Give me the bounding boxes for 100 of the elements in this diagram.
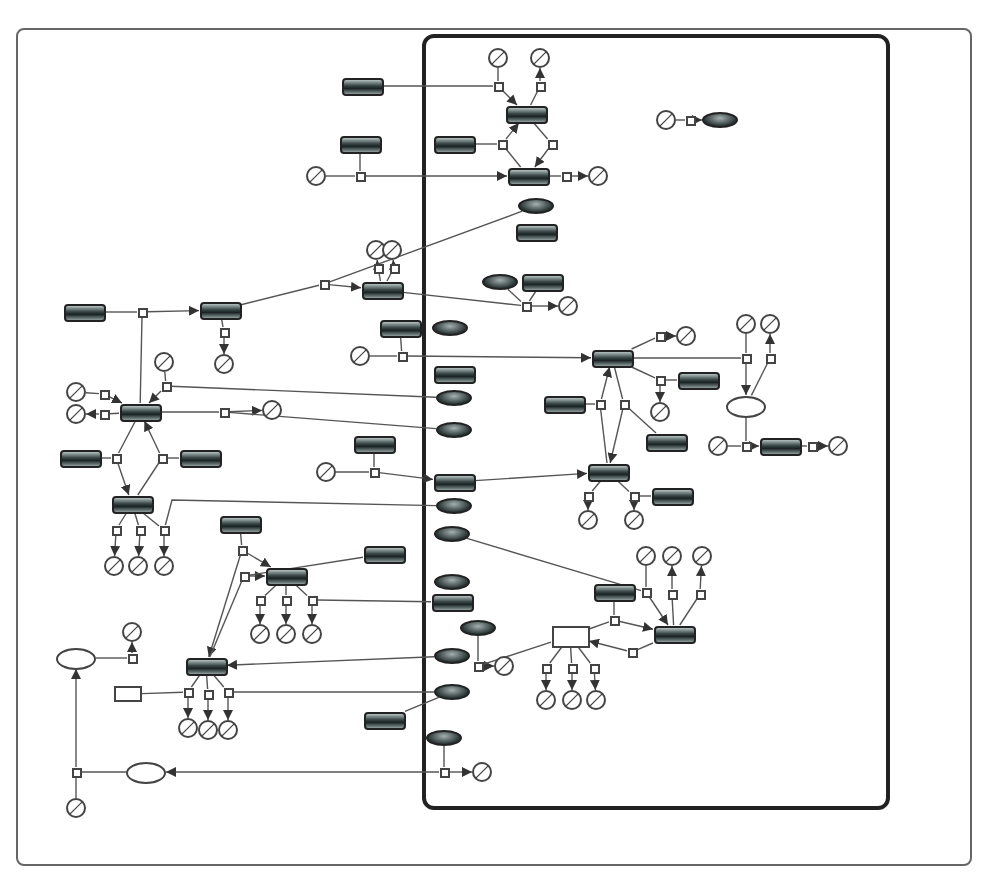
connector-line: [164, 499, 437, 526]
arrow: [307, 604, 317, 625]
connector-line: [528, 290, 537, 302]
empty-set-symbol: [558, 296, 578, 316]
species-box: [341, 77, 383, 95]
process-node: [135, 525, 145, 535]
connector-line: [240, 284, 320, 306]
connector-line: [679, 598, 698, 626]
arrow: [127, 641, 137, 654]
species-ellipse: [460, 620, 496, 636]
process-node: [741, 353, 751, 363]
arrow: [364, 171, 508, 181]
arrow: [148, 390, 162, 404]
empty-set-symbol: [316, 462, 336, 482]
arrow: [219, 336, 229, 355]
arrow: [570, 171, 589, 181]
arrow: [388, 259, 399, 271]
connector-line: [671, 598, 675, 626]
connector-line: [402, 291, 522, 307]
process-node: [161, 381, 171, 391]
arrow: [655, 384, 665, 403]
connector-line: [160, 411, 220, 413]
arrow: [183, 696, 193, 719]
arrow: [816, 441, 829, 451]
connector-line: [638, 495, 652, 497]
process-node: [111, 525, 121, 535]
connector-line: [443, 745, 445, 768]
species-box: [651, 487, 693, 505]
connector-line: [170, 385, 437, 398]
process-node: [137, 307, 147, 317]
empty-set-symbol: [122, 622, 142, 642]
connector-line: [137, 462, 160, 496]
arrow: [588, 638, 628, 652]
arrow: [765, 333, 775, 354]
process-node: [319, 279, 329, 289]
process-node: [807, 441, 817, 451]
arrow: [741, 362, 751, 396]
connector-line: [190, 674, 201, 688]
connector-line: [75, 776, 77, 799]
species-box: [505, 105, 547, 123]
connector-line: [264, 584, 277, 597]
arrow: [448, 767, 473, 777]
arrow: [228, 405, 263, 416]
process-node: [685, 115, 695, 125]
process-node: [667, 589, 677, 599]
process-node: [203, 689, 213, 699]
connector-line: [369, 355, 398, 357]
arrow: [541, 672, 551, 691]
arrow: [648, 596, 669, 626]
arrow: [108, 394, 123, 404]
connector-line: [630, 337, 656, 350]
process-node: [307, 595, 317, 605]
process-node: [655, 331, 665, 341]
connector-line: [632, 357, 742, 359]
process-node: [609, 615, 619, 625]
connector-line: [166, 457, 180, 459]
empty-set-symbol: [536, 690, 556, 710]
arrow: [530, 301, 559, 311]
process-node: [695, 589, 705, 599]
connector-line: [613, 366, 624, 400]
process-node: [237, 545, 247, 555]
empty-set-symbol: [306, 166, 326, 186]
process-node: [473, 661, 483, 671]
connector-line: [628, 407, 657, 434]
process-node: [497, 139, 507, 149]
empty-set-symbol: [650, 402, 670, 422]
state-box: [551, 625, 589, 647]
arrow: [664, 331, 677, 341]
connector-line: [584, 403, 596, 405]
connector-line: [613, 600, 615, 616]
connector-line: [549, 646, 563, 664]
process-node: [223, 687, 233, 697]
process-node: [567, 663, 577, 673]
connector-line: [220, 318, 224, 328]
empty-set-symbol: [488, 48, 508, 68]
process-node: [741, 441, 751, 451]
connector-line: [80, 771, 127, 773]
process-node: [765, 353, 775, 363]
species-box: [653, 625, 695, 643]
arrow: [534, 148, 549, 168]
species-box: [363, 545, 405, 563]
species-box: [645, 433, 687, 451]
arrow: [117, 462, 131, 496]
connector-line: [316, 599, 432, 603]
connector-line: [474, 143, 498, 145]
connector-line: [599, 408, 608, 464]
arrow: [589, 672, 600, 691]
arrow: [372, 259, 383, 271]
connector-line: [404, 696, 440, 713]
connector-line: [466, 537, 642, 592]
arrow: [667, 565, 677, 590]
connector-line: [617, 480, 630, 493]
connector-line: [548, 175, 562, 177]
connector-line: [569, 646, 573, 664]
species-ellipse: [518, 198, 554, 214]
empty-set-symbol: [708, 436, 728, 456]
empty-set-symbol: [104, 556, 124, 576]
arrow: [255, 604, 265, 625]
arrow: [143, 420, 161, 454]
arrow: [378, 471, 434, 484]
